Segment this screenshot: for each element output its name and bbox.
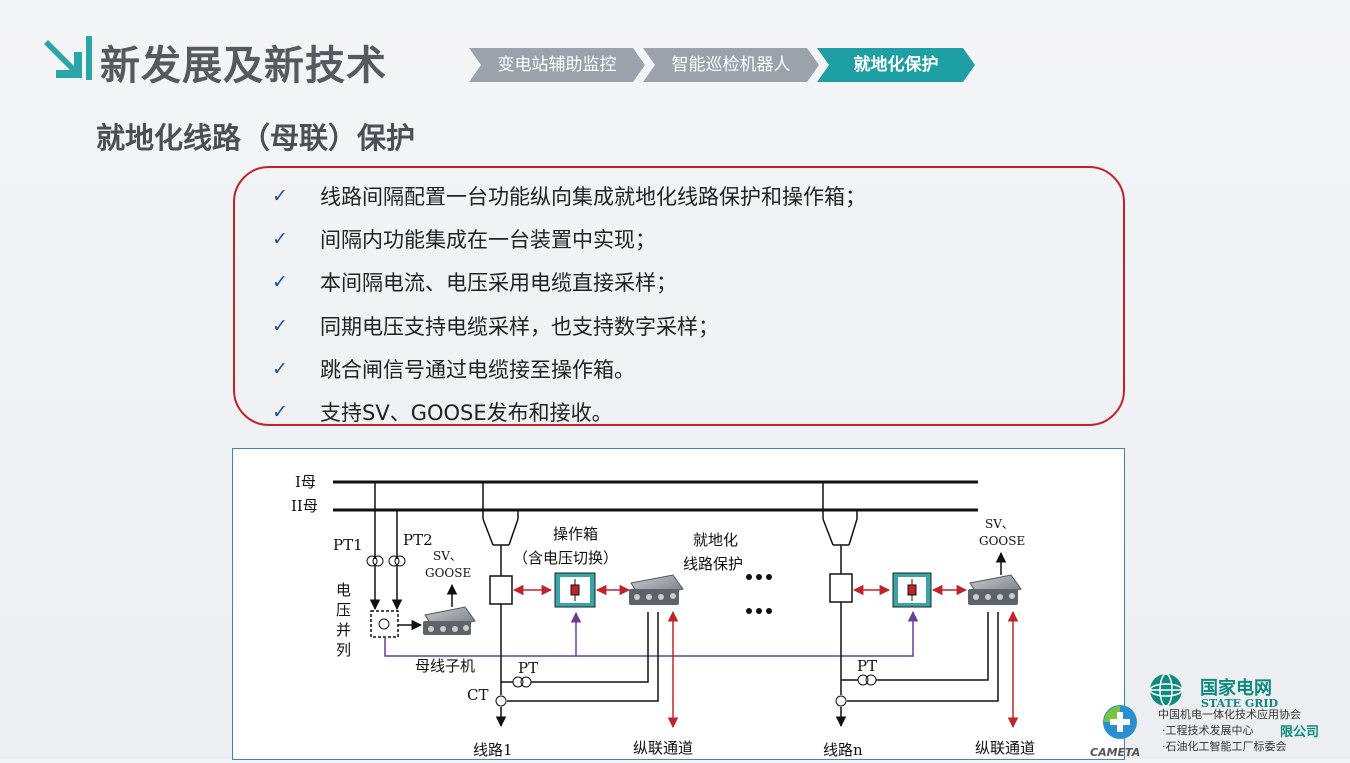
assoc-line-3: ·石油化工智能工厂标委会 (1162, 739, 1287, 753)
bullet-text: 本间隔电流、电压采用电缆直接采样； (320, 271, 677, 296)
bayn-operation-box (892, 572, 932, 608)
protection-diagram: I母 II母 PT1 PT2 电 压 并 列 SV、 GOOSE 母线子机 (232, 448, 1125, 760)
bayn-local-protection-device (968, 574, 1022, 605)
bus-unit-device (423, 606, 476, 635)
bullet-item: ✓ 支持SV、GOOSE发布和接收。 (272, 390, 866, 433)
bullet-item: ✓ 间隔内功能集成在一台装置中实现； (272, 217, 866, 260)
section-subtitle: 就地化线路（母联）保护 (96, 121, 416, 155)
voltage-parallel-label-4: 列 (336, 641, 351, 659)
bayn-breaker (829, 573, 853, 603)
ellipsis-dots (746, 574, 772, 614)
check-icon: ✓ (272, 271, 288, 294)
sgcc-company: 限公司 (1280, 725, 1319, 740)
bullet-text: 支持SV、GOOSE发布和接收。 (320, 401, 613, 426)
ct-label: CT (467, 686, 488, 704)
pt1-label: PT1 (333, 536, 363, 554)
sv-goose-right-2: GOOSE (979, 534, 1025, 548)
tab-local-protection[interactable]: 就地化保护 (817, 48, 975, 82)
assoc-line-2: ·工程技术发展中心 (1162, 723, 1254, 737)
assoc-line-1: 中国机电一体化技术应用协会 (1158, 707, 1301, 721)
tab-inspection-robot[interactable]: 智能巡检机器人 (643, 48, 819, 82)
local-prot-label-1: 就地化 (693, 531, 738, 549)
bay1-breaker (489, 575, 513, 605)
bullet-text: 间隔内功能集成在一台装置中实现； (320, 227, 656, 252)
bullet-text: 同期电压支持电缆采样，也支持数字采样； (320, 314, 719, 339)
bus-unit-label: 母线子机 (415, 657, 475, 675)
pt-label-b: PT (857, 657, 877, 675)
bullet-frame (233, 166, 1125, 426)
bay1-local-protection-device (629, 574, 684, 605)
check-icon: ✓ (272, 314, 288, 337)
bay1-operation-box (554, 572, 596, 608)
bullet-list: ✓ 线路间隔配置一台功能纵向集成就地化线路保护和操作箱； ✓ 间隔内功能集成在一台装… (272, 174, 866, 434)
bullet-item: ✓ 跳合闸信号通过电缆接至操作箱。 (272, 347, 866, 390)
voltage-parallel-box (370, 610, 399, 638)
pilot-label-1: 纵联通道 (633, 739, 693, 757)
check-icon: ✓ (272, 401, 288, 424)
sgcc-cn: 国家电网 (1200, 677, 1272, 699)
state-grid-logo-icon (1149, 673, 1183, 707)
diagram-canvas: I母 II母 PT1 PT2 电 压 并 列 SV、 GOOSE 母线子机 (291, 473, 1035, 759)
logo-area: 国家电网 STATE GRID 限公司 CAMETA 中国机电一体化技术应用协会… (1090, 672, 1345, 759)
tab-substation-monitoring[interactable]: 变电站辅助监控 (469, 48, 645, 82)
cameta-label: CAMETA (1090, 746, 1140, 759)
pilot-label-2: 纵联通道 (975, 739, 1035, 757)
voltage-parallel-label-1: 电 (336, 581, 351, 599)
sv-goose-left-2: GOOSE (425, 566, 471, 580)
op-box-label-2: （含电压切换） (513, 549, 618, 567)
check-icon: ✓ (272, 357, 288, 380)
linen-label: 线路n (823, 741, 863, 759)
voltage-parallel-label-3: 并 (336, 621, 351, 639)
bullet-text: 跳合闸信号通过电缆接至操作箱。 (320, 357, 635, 382)
line1-label: 线路1 (473, 741, 513, 759)
logos-canvas: 国家电网 STATE GRID 限公司 CAMETA 中国机电一体化技术应用协会… (1090, 673, 1319, 759)
bullet-item: ✓ 本间隔电流、电压采用电缆直接采样； (272, 261, 866, 304)
sgcc-en: STATE GRID (1201, 697, 1279, 710)
section-tabs: 变电站辅助监控 智能巡检机器人 就地化保护 (469, 48, 973, 82)
bus-i-label: I母 (295, 473, 316, 491)
local-prot-label-2: 线路保护 (683, 555, 743, 573)
bullet-item: ✓ 线路间隔配置一台功能纵向集成就地化线路保护和操作箱； (272, 174, 866, 217)
pt-label-a: PT (518, 659, 538, 677)
sv-goose-left-1: SV、 (433, 549, 462, 563)
pt2-label: PT2 (403, 531, 433, 549)
bullet-text: 线路间隔配置一台功能纵向集成就地化线路保护和操作箱； (320, 184, 866, 209)
sv-goose-right-1: SV、 (985, 517, 1014, 531)
check-icon: ✓ (272, 227, 288, 250)
voltage-parallel-label-2: 压 (336, 601, 351, 619)
cameta-logo-icon (1103, 705, 1137, 739)
bullet-item: ✓ 同期电压支持电缆采样，也支持数字采样； (272, 304, 866, 347)
op-box-label-1: 操作箱 (553, 525, 598, 543)
check-icon: ✓ (272, 184, 288, 207)
bus-ii-label: II母 (291, 497, 318, 515)
corner-arrow-icon (44, 36, 92, 80)
page-title: 新发展及新技术 (100, 43, 387, 89)
